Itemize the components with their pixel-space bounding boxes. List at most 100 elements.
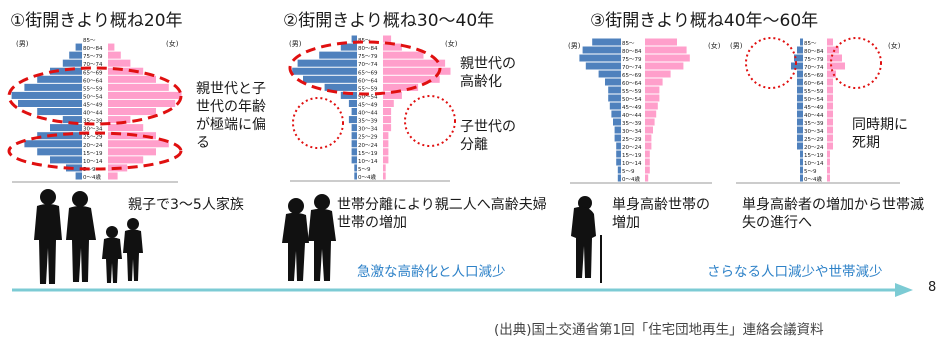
red-dashed-ellipse-children bbox=[7, 131, 183, 171]
pyramid-1-female-bar bbox=[108, 140, 169, 148]
pyramid-1-male-bar bbox=[75, 43, 82, 51]
page-number: 8 bbox=[928, 280, 937, 295]
red-dotted-circle-left-3 bbox=[745, 37, 797, 89]
pyramid-1-male-bar bbox=[37, 75, 82, 83]
pyramid-3b-age-label: 60～64 bbox=[804, 81, 824, 87]
pyramid-3a-female-bar bbox=[645, 70, 671, 78]
pyramid-3b-female-bar bbox=[827, 102, 833, 110]
pyramid-2-female-bar bbox=[383, 172, 386, 180]
red-dotted-circle-right-2 bbox=[404, 95, 456, 147]
pyramid-3b-male-bar bbox=[797, 86, 803, 94]
pyramid-3b: 85～80～8475～7970～7465～6960～6455～5950～5445… bbox=[791, 38, 845, 183]
pyramid-3b-male-bar bbox=[797, 94, 803, 102]
pyramid-3a-age-label: 60～64 bbox=[622, 81, 642, 87]
pyramid-3a-male-bar bbox=[582, 46, 621, 54]
pyramid-1-female-bar bbox=[108, 99, 176, 107]
pyramid-1-female-bar bbox=[108, 83, 169, 91]
note-simultaneous-death: 同時期に死期 bbox=[852, 117, 908, 151]
pyramid-3b-male-bar bbox=[797, 126, 803, 134]
pyramid-1-female-bar bbox=[108, 156, 144, 164]
pyramid-3b-age-label: 55～59 bbox=[804, 89, 824, 95]
pyramid-3a-female-bar bbox=[645, 158, 650, 166]
pyramid-2-male-bar bbox=[340, 43, 357, 51]
pyramid-1-age-label: 50～54 bbox=[83, 94, 103, 100]
pyramid-2-male-bar bbox=[292, 67, 357, 75]
pyramid-1-female-bar bbox=[108, 124, 144, 132]
pyramid-2-female-bar bbox=[383, 51, 424, 59]
note-parent-aging: 親世代の高齢化 bbox=[460, 56, 516, 90]
pyramid-3b-age-label: 65～69 bbox=[804, 73, 824, 79]
pyramid-2-female-bar bbox=[383, 108, 392, 116]
pyramid-3b-age-label: 25～29 bbox=[804, 137, 824, 143]
pyramid-3a-age-label: 20～24 bbox=[622, 145, 642, 151]
pyramid-1-age-label: 75～79 bbox=[83, 54, 103, 60]
pyramid-2-female-bar bbox=[383, 91, 402, 99]
caption-family-size: 親子で3～5人家族 bbox=[128, 197, 244, 213]
pyramid-3b-age-label: 35～39 bbox=[804, 121, 824, 127]
pyramid-3a-age-label: 85～ bbox=[622, 41, 635, 47]
pyramid-3a-female-bar bbox=[645, 142, 652, 150]
pyramid-2-female-bar bbox=[383, 132, 389, 140]
pyramid-1-male-bar bbox=[75, 172, 82, 180]
pyramid-3b-male-bar bbox=[797, 142, 803, 150]
pyramid-2-male-bar bbox=[297, 59, 357, 67]
pyramid-2-age-label: 70～74 bbox=[358, 62, 378, 68]
pyramid-3b-female-bar bbox=[827, 110, 833, 118]
elderly-cane-silhouette-icon bbox=[571, 196, 602, 283]
pyramid-3b-female-bar bbox=[827, 86, 833, 94]
pyramid-1-age-label: 85～ bbox=[83, 38, 96, 44]
pyramid-1-male-bar bbox=[24, 83, 82, 91]
pyramid-3a-female-bar bbox=[645, 46, 687, 54]
pyramid-2-male-bar bbox=[351, 148, 357, 156]
pyramid-2-female-bar bbox=[383, 116, 392, 124]
male-label-1: (男) bbox=[16, 40, 29, 48]
caption-single-elderly: 単身高齢世帯の増加 bbox=[612, 197, 710, 231]
pyramid-2-male-bar bbox=[348, 99, 357, 107]
pyramid-3a-female-bar bbox=[645, 86, 660, 94]
pyramid-3b-female-bar bbox=[827, 150, 830, 158]
red-dashed-ellipse-parents bbox=[7, 66, 183, 126]
pyramid-3a-female-bar bbox=[645, 110, 657, 118]
pyramid-3b-age-label: 85～ bbox=[804, 41, 817, 47]
pyramid-2-female-bar bbox=[383, 156, 389, 164]
pyramid-1-female-bar bbox=[108, 59, 131, 67]
pyramid-2-female-bar bbox=[383, 148, 389, 156]
pyramid-3b-age-label: 10～14 bbox=[804, 161, 824, 167]
pyramid-3a-age-label: 70～74 bbox=[622, 65, 642, 71]
pyramid-2-age-label: 35～39 bbox=[358, 119, 378, 125]
pyramid-3a-age-label: 5～9 bbox=[622, 169, 635, 175]
pyramid-1-male-bar bbox=[50, 124, 82, 132]
pyramid-3b-female-bar bbox=[827, 78, 833, 86]
pyramid-3b-age-label: 30～34 bbox=[804, 129, 824, 135]
pyramid-2-female-bar bbox=[383, 67, 451, 75]
pyramid-1-female-bar bbox=[108, 148, 156, 156]
pyramid-2-male-bar bbox=[351, 108, 357, 116]
pyramid-3b-female-bar bbox=[827, 38, 833, 46]
pyramid-3b-age-label: 50～54 bbox=[804, 97, 824, 103]
pyramid-3a-female-bar bbox=[645, 134, 652, 142]
pyramid-2-female-bar bbox=[383, 75, 440, 83]
pyramid-3b-age-label: 5～9 bbox=[804, 169, 817, 175]
source-citation: (出典)国土交通省第1回「住宅団地再生」連絡会議資料 bbox=[494, 322, 824, 338]
pyramid-3a-age-label: 45～49 bbox=[622, 105, 642, 111]
pyramid-3a-male-bar bbox=[598, 70, 621, 78]
pyramid-3b-age-label: 80～84 bbox=[804, 49, 824, 55]
pyramid-1-male-bar bbox=[37, 132, 82, 140]
pyramid-2-age-label: 75～79 bbox=[358, 54, 378, 60]
pyramid-3b-female-bar bbox=[827, 62, 845, 70]
pyramid-3b-male-bar bbox=[800, 38, 803, 46]
pyramid-3b-male-bar bbox=[800, 174, 803, 182]
pyramid-3a-age-label: 80～84 bbox=[622, 49, 642, 55]
pyramid-3a-age-label: 50～54 bbox=[622, 97, 642, 103]
pyramid-3a-age-label: 25～29 bbox=[622, 137, 642, 143]
caption-household-split: 世帯分離により親二人へ高齢夫婦世帯の増加 bbox=[337, 197, 547, 231]
pyramid-2-female-bar bbox=[383, 99, 394, 107]
caption-household-loss: 単身高齢者の増加から世帯滅失の進行へ bbox=[742, 197, 924, 231]
red-dotted-circle-left-2 bbox=[292, 97, 344, 149]
pyramid-3b-male-bar bbox=[791, 62, 803, 70]
pyramid-2-female-bar bbox=[383, 83, 419, 91]
pyramid-3a-male-bar bbox=[605, 78, 621, 86]
pyramid-1-age-label: 55～59 bbox=[83, 86, 103, 92]
pyramid-2-age-label: 25～29 bbox=[358, 135, 378, 141]
